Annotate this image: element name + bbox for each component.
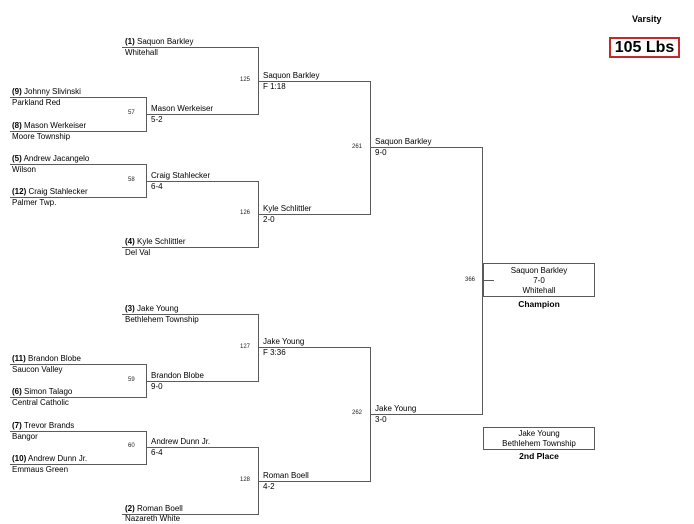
bracket-line xyxy=(10,364,146,365)
bout-number: 262 xyxy=(352,410,363,416)
bracket-line xyxy=(10,131,146,132)
wrestler-team: Bangor xyxy=(12,432,38,441)
match-result: F 3:36 xyxy=(263,348,286,357)
wrestler-team: Saucon Valley xyxy=(12,365,63,374)
match-winner: Kyle Schlittler xyxy=(263,204,312,213)
bracket-line xyxy=(370,81,371,215)
champion-label: Champion xyxy=(518,299,560,309)
match-result: 6-4 xyxy=(151,182,163,191)
bout-number: 126 xyxy=(240,210,251,216)
wrestler-team: Del Val xyxy=(125,248,151,257)
bout-number: 125 xyxy=(240,77,251,83)
wrestler-team: Wilson xyxy=(12,165,37,174)
match-result: 9-0 xyxy=(375,148,387,157)
bracket-line xyxy=(122,247,258,248)
wrestler-team: Emmaus Green xyxy=(12,465,69,474)
wrestler-team: Nazareth White xyxy=(125,514,181,523)
match-winner: Brandon Blobe xyxy=(151,371,204,380)
second-place-label: 2nd Place xyxy=(519,451,559,461)
bout-number: 261 xyxy=(352,144,363,150)
bracket-line xyxy=(10,431,146,432)
match-result: F 1:18 xyxy=(263,82,286,91)
match-winner: Saquon Barkley xyxy=(375,137,432,146)
wrestler-team: Central Catholic xyxy=(12,398,69,407)
weight-class-box: 105 Lbs xyxy=(609,37,680,58)
bracket-line xyxy=(370,147,482,148)
wrestler-entry: (8) Mason Werkeiser xyxy=(12,121,87,130)
bracket-line xyxy=(122,314,258,315)
match-winner: Craig Stahlecker xyxy=(151,171,211,180)
bracket-line xyxy=(146,181,258,182)
match-result: 4-2 xyxy=(263,482,275,491)
bout-number: 366 xyxy=(465,277,476,283)
bracket-line xyxy=(258,214,370,215)
bracket-line xyxy=(482,280,494,281)
bracket-line xyxy=(482,147,483,415)
bout-number: 57 xyxy=(128,110,135,116)
wrestler-entry: (3) Jake Young xyxy=(125,304,179,313)
bout-number: 128 xyxy=(240,477,251,483)
bracket-line xyxy=(258,347,370,348)
match-result: 6-4 xyxy=(151,448,163,457)
division-label: Varsity xyxy=(632,14,662,24)
champion-box: Saquon Barkley 7-0 Whitehall xyxy=(483,263,595,297)
wrestler-team: Bethlehem Township xyxy=(125,315,199,324)
match-result: 9-0 xyxy=(151,382,163,391)
bracket-line xyxy=(10,164,146,165)
wrestler-entry: (12) Craig Stahlecker xyxy=(12,187,88,196)
wrestler-entry: (1) Saquon Barkley xyxy=(125,37,194,46)
champion-team: Whitehall xyxy=(522,286,556,295)
match-result: 3-0 xyxy=(375,415,387,424)
wrestler-team: Whitehall xyxy=(125,48,158,57)
match-result: 2-0 xyxy=(263,215,275,224)
bracket-line xyxy=(146,447,258,448)
wrestler-entry: (9) Johnny Slivinski xyxy=(12,87,81,96)
bracket-line xyxy=(10,97,146,98)
wrestler-entry: (11) Brandon Blobe xyxy=(12,354,81,363)
second-place-name: Jake Young xyxy=(518,429,560,438)
match-winner: Roman Boell xyxy=(263,471,309,480)
match-winner: Saquon Barkley xyxy=(263,71,320,80)
wrestler-team: Parkland Red xyxy=(12,98,61,107)
match-winner: Jake Young xyxy=(375,404,417,413)
bracket-line xyxy=(122,514,258,515)
bracket-line xyxy=(258,314,259,382)
bracket-line xyxy=(146,381,258,382)
bout-number: 60 xyxy=(128,443,135,449)
wrestler-entry: (10) Andrew Dunn Jr. xyxy=(12,454,88,463)
bracket-line xyxy=(258,81,370,82)
bracket-line xyxy=(10,197,146,198)
wrestler-team: Moore Township xyxy=(12,132,71,141)
bracket-line xyxy=(146,431,147,465)
second-place-box: Jake Young Bethlehem Township xyxy=(483,427,595,450)
match-winner: Jake Young xyxy=(263,337,305,346)
wrestler-team: Palmer Twp. xyxy=(12,198,57,207)
wrestler-entry: (4) Kyle Schlittler xyxy=(125,237,186,246)
wrestler-entry: (2) Roman Boell xyxy=(125,504,183,513)
match-winner: Andrew Dunn Jr. xyxy=(151,437,211,446)
bracket-line xyxy=(10,397,146,398)
wrestler-entry: (7) Trevor Brands xyxy=(12,421,75,430)
match-result: 5-2 xyxy=(151,115,163,124)
bracket-line xyxy=(10,464,146,465)
bout-number: 59 xyxy=(128,377,135,383)
bracket-line xyxy=(258,481,370,482)
bout-number: 127 xyxy=(240,344,251,350)
wrestler-entry: (5) Andrew Jacangelo xyxy=(12,154,90,163)
second-place-team: Bethlehem Township xyxy=(502,439,576,448)
wrestler-entry: (6) Simon Talago xyxy=(12,387,73,396)
bout-number: 58 xyxy=(128,177,135,183)
bracket-line xyxy=(122,47,258,48)
bracket-line xyxy=(146,114,258,115)
bracket-line xyxy=(370,414,482,415)
champion-name: Saquon Barkley xyxy=(510,266,568,275)
champion-record: 7-0 xyxy=(533,276,545,285)
match-winner: Mason Werkeiser xyxy=(151,104,214,113)
